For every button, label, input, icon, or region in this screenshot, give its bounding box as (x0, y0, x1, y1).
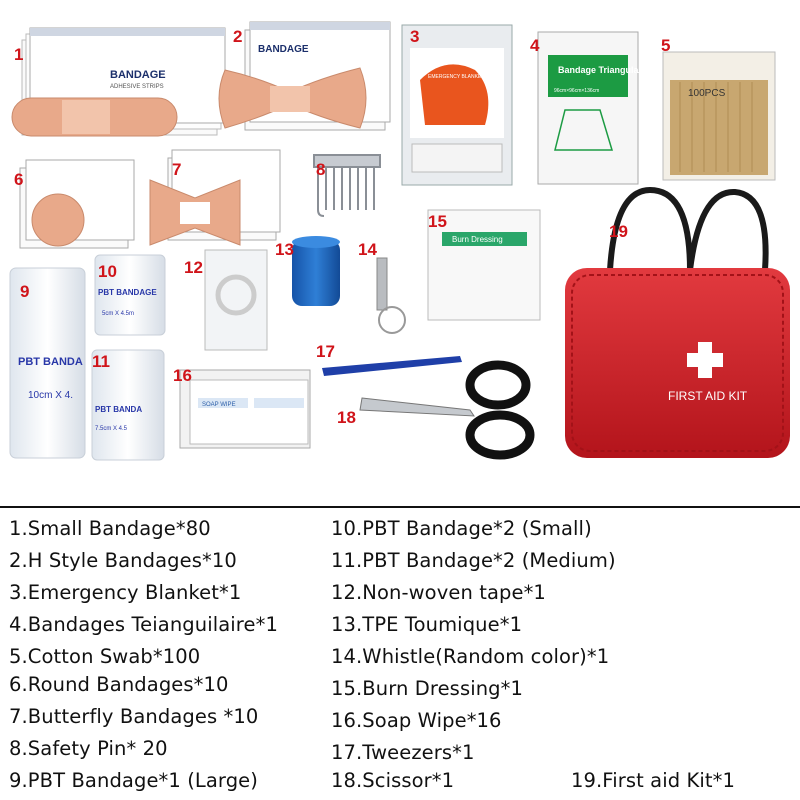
list-item: 19.First aid Kit*1 (571, 769, 735, 792)
cotton-swab-pack: 100PCS (662, 51, 776, 181)
tweezers (322, 356, 462, 376)
pbt-bandage-medium: PBT BANDA 7.5cm X 4.5 (91, 349, 165, 461)
safety-pins (313, 154, 381, 217)
item-number: 16 (173, 366, 192, 385)
list-item: 2.H Style Bandages*10 (9, 549, 237, 572)
h-bandage-box-label: BANDAGE (258, 44, 309, 55)
item-number: 4 (530, 36, 540, 55)
item-number: 7 (172, 160, 182, 179)
triangular-label: Bandage Triangulaire (558, 65, 650, 75)
item-number: 1 (14, 45, 24, 64)
emergency-blanket: EMERGENCY BLANKET (401, 24, 513, 186)
list-item: 5.Cotton Swab*100 (9, 645, 201, 668)
pbt-bandage-small: PBT BANDAGE 5cm X 4.5m (94, 254, 166, 336)
item-number: 17 (316, 342, 335, 361)
bandage-box-label: BANDAGE (110, 69, 166, 81)
list-item: 17.Tweezers*1 (331, 741, 475, 764)
list-item: 6.Round Bandages*10 (9, 673, 229, 696)
soap-wipe-label: SOAP WIPE (202, 402, 236, 408)
list-item: 18.Scissor*1 (331, 769, 455, 792)
item-number: 3 (410, 27, 420, 46)
soap-wipes: SOAP WIPE (179, 369, 311, 449)
list-item: 1.Small Bandage*80 (9, 517, 211, 540)
item-number: 6 (14, 170, 24, 189)
item-number: 8 (316, 160, 326, 179)
item-number: 13 (275, 240, 294, 259)
list-item: 7.Butterfly Bandages *10 (9, 705, 259, 728)
list-item: 8.Safety Pin* 20 (9, 737, 168, 760)
pbt-medium-size: 7.5cm X 4.5 (95, 426, 128, 432)
pbt-small-label: PBT BANDAGE (98, 288, 157, 297)
list-item: 4.Bandages Teianguilaire*1 (9, 613, 278, 636)
item-number: 19 (609, 222, 628, 241)
pbt-small-size: 5cm X 4.5m (102, 311, 134, 317)
item-number: 11 (92, 352, 110, 371)
non-woven-tape (204, 249, 268, 351)
blanket-label: EMERGENCY BLANKET (428, 74, 484, 80)
pbt-medium-label: PBT BANDA (95, 405, 142, 414)
divider-line (0, 506, 800, 508)
scissors (359, 360, 535, 460)
tpe-tourniquet (292, 236, 340, 306)
pbt-large-label: PBT BANDA (18, 356, 83, 368)
list-item: 16.Soap Wipe*16 (331, 709, 502, 732)
h-style-bandage-boxes: BANDAGE (218, 21, 391, 131)
triangular-bandage: Bandage Triangulaire 96cm×96cm×136cm (537, 31, 650, 185)
burn-dressing: Burn Dressing (427, 209, 541, 321)
bag-label: FIRST AID KIT (668, 389, 748, 403)
list-item: 3.Emergency Blanket*1 (9, 581, 242, 604)
whistle (376, 257, 406, 334)
item-number: 9 (20, 282, 30, 301)
pbt-bandage-large: PBT BANDA 10cm X 4. (9, 267, 86, 459)
triangular-size: 96cm×96cm×136cm (554, 88, 599, 94)
item-number: 12 (184, 258, 203, 277)
item-number: 2 (233, 27, 243, 46)
small-bandage-boxes: BANDAGE ADHESIVE STRIPS (11, 27, 226, 137)
round-bandage-boxes (19, 159, 135, 249)
burn-dressing-label: Burn Dressing (452, 235, 503, 244)
item-number: 18 (337, 408, 356, 427)
item-number: 5 (661, 36, 671, 55)
list-item: 15.Burn Dressing*1 (331, 677, 524, 700)
pbt-large-size: 10cm X 4. (28, 390, 73, 401)
bandage-box-sublabel: ADHESIVE STRIPS (110, 84, 164, 90)
item-number: 15 (428, 212, 447, 231)
list-item: 11.PBT Bandage*2 (Medium) (331, 549, 616, 572)
list-item: 10.PBT Bandage*2 (Small) (331, 517, 592, 540)
swab-count-label: 100PCS (688, 88, 726, 99)
item-number: 14 (358, 240, 377, 259)
list-item: 9.PBT Bandage*1 (Large) (9, 769, 258, 792)
list-item: 14.Whistle(Random color)*1 (331, 645, 610, 668)
item-number: 10 (98, 262, 117, 281)
product-photo: BANDAGE ADHESIVE STRIPS BANDAGE EMERGENC… (9, 21, 790, 461)
butterfly-bandage-boxes (149, 149, 281, 246)
first-aid-bag: FIRST AID KIT (565, 186, 790, 458)
list-item: 13.TPE Toumique*1 (331, 613, 523, 636)
list-item: 12.Non-woven tape*1 (331, 581, 546, 604)
